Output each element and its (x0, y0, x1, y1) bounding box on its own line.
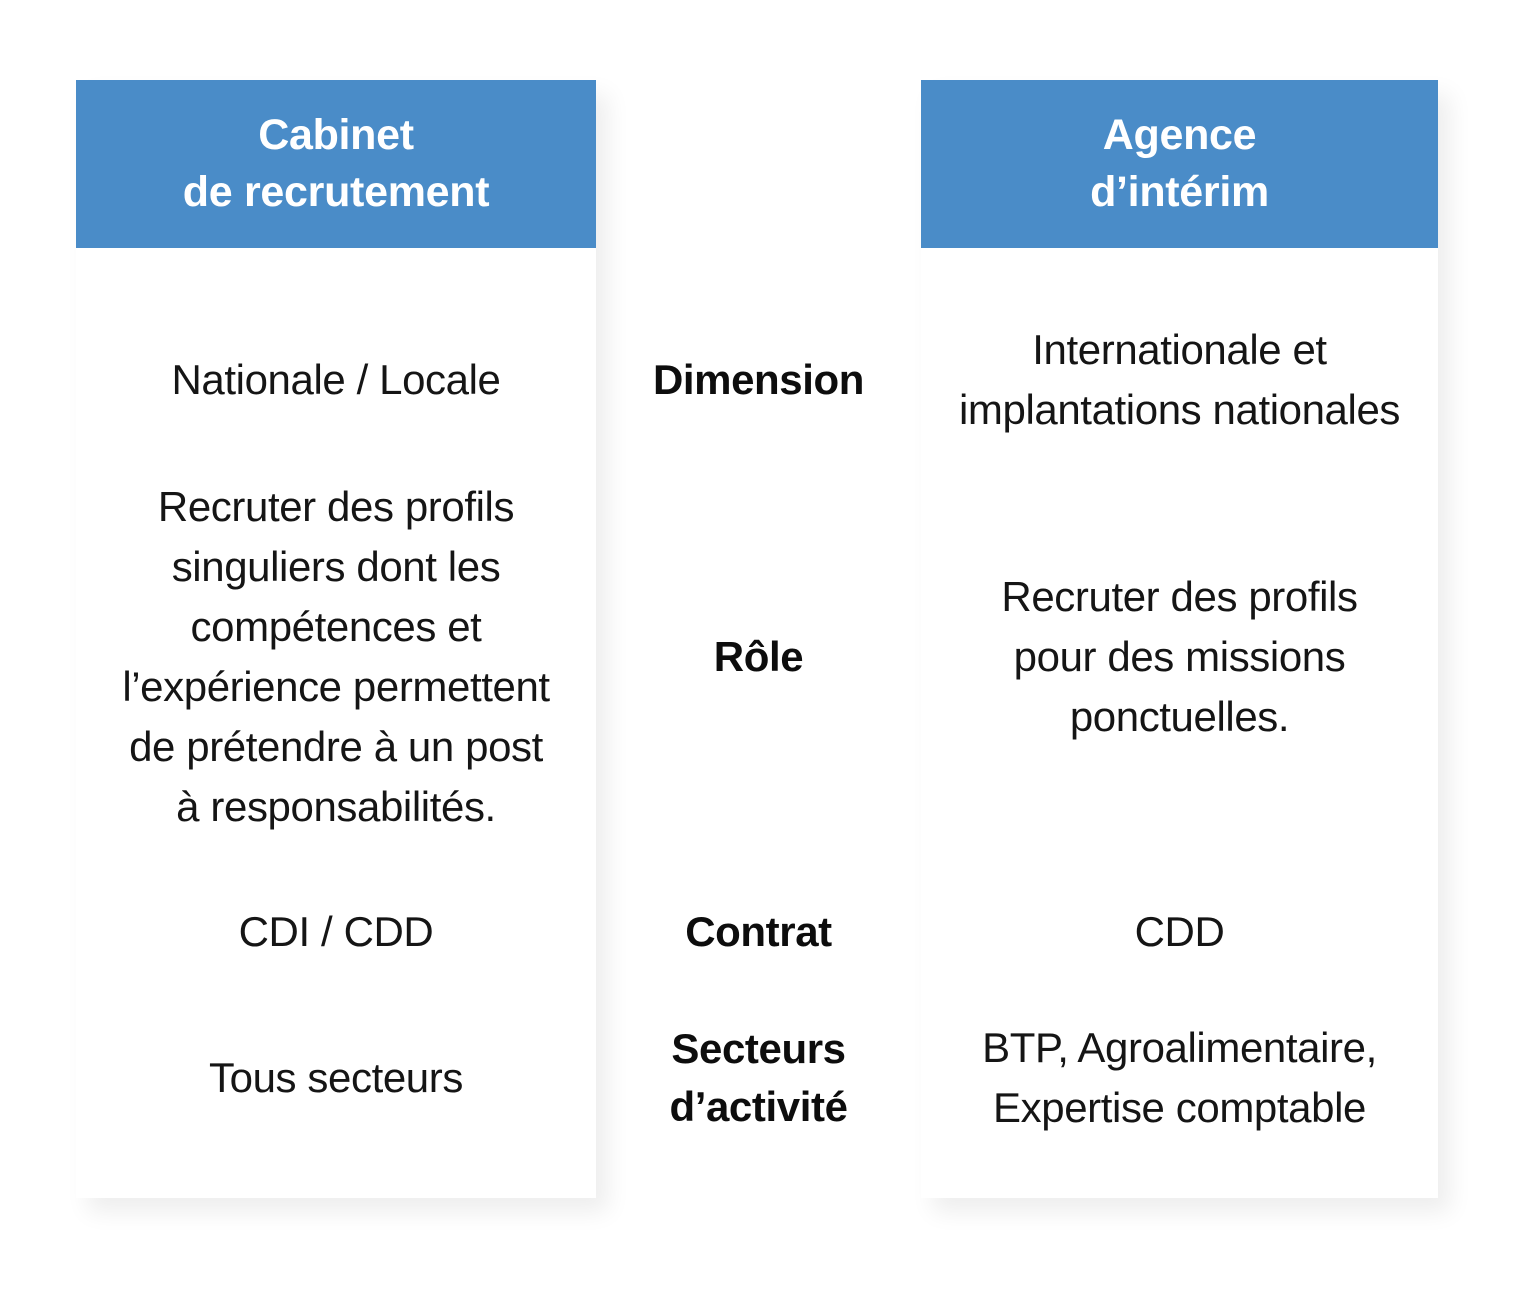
cabinet-contrat-value: CDI / CDD (238, 908, 434, 955)
row-contrat: CDI / CDD Contrat CDD (76, 902, 1438, 962)
cabinet-dimension-value: Nationale / Locale (171, 356, 501, 403)
cabinet-secteurs-value: Tous secteurs (209, 1054, 463, 1101)
agence-dimension-value: Internationale et implantations national… (958, 326, 1401, 433)
agence-role-value: Recruter des profils pour des missions p… (1001, 573, 1358, 740)
card-cabinet-de-recrutement: Cabinet de recrutement (76, 80, 596, 1198)
card-agence-interim: Agence d’intérim (921, 80, 1438, 1198)
agence-contrat-value: CDD (1134, 908, 1225, 955)
card-header-agence: Agence d’intérim (921, 80, 1438, 248)
agence-secteurs-value: BTP, Agroalimentaire, Expertise comptabl… (982, 1024, 1377, 1131)
cabinet-role-value: Recruter des profils singuliers dont les… (122, 483, 550, 830)
card-header-cabinet: Cabinet de recrutement (76, 80, 596, 248)
row-dimension: Nationale / Locale Dimension Internation… (76, 320, 1438, 440)
row-label-dimension: Dimension (652, 356, 865, 403)
row-label-contrat: Contrat (685, 908, 832, 955)
row-label-role: Rôle (713, 633, 804, 680)
row-role: Recruter des profils singuliers dont les… (76, 477, 1438, 837)
row-label-secteurs-activite: Secteurs d’activité (669, 1025, 848, 1130)
row-secteurs-activite: Tous secteurs Secteurs d’activité BTP, A… (76, 1018, 1438, 1138)
